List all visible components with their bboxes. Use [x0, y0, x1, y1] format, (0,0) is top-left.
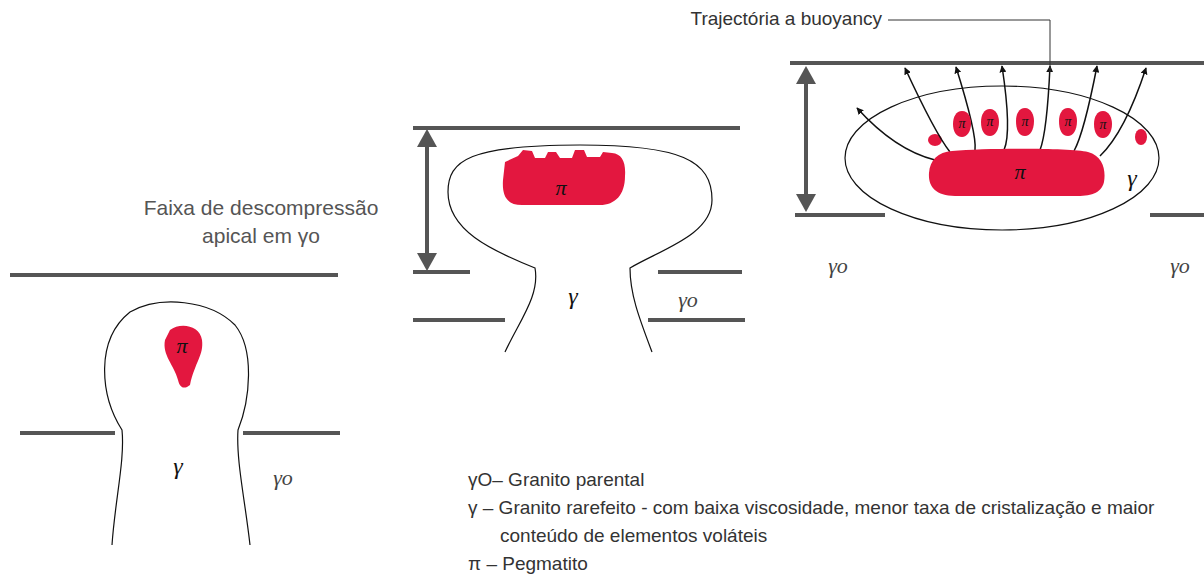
- leader-line: [888, 20, 1050, 72]
- pegmatite-blob-shape: [1059, 108, 1077, 136]
- granite-body: γπ: [440, 138, 720, 356]
- buoyancy-arrows: [857, 66, 1146, 160]
- pegmatite-blob: π: [1059, 108, 1077, 136]
- granite-body-shape: [448, 145, 712, 352]
- node-symbol: γ: [568, 284, 577, 308]
- node-symbol: γ: [1127, 166, 1136, 190]
- granite-body-shape: [105, 302, 250, 545]
- parent-granite-label: γo: [1170, 253, 1190, 279]
- pegmatite-blob: π: [981, 109, 999, 136]
- pegmatite-body: π: [500, 146, 628, 208]
- callout-label: Trajectória a buoyancy: [690, 8, 882, 30]
- node-symbol: π: [986, 115, 993, 129]
- granite-body: γπ: [98, 298, 258, 550]
- pegmatite-body-shape: [503, 150, 625, 205]
- granite-body-shape: [845, 86, 1159, 230]
- pegmatite-blob-shape: [1016, 108, 1034, 136]
- granite-body: γ π π π π π π: [843, 84, 1161, 232]
- pegmatite-blob-shape: [981, 109, 999, 136]
- legend-text: γO– Granito parental: [468, 469, 644, 490]
- pegmatite-blob: π: [953, 111, 971, 137]
- node-symbol: π: [1064, 115, 1071, 129]
- legend-text: π – Pegmatito: [468, 553, 588, 574]
- node-symbol: π: [1014, 161, 1025, 183]
- node-symbol: π: [1021, 115, 1028, 129]
- legend-entry: γ – Granito rarefeito - com baixa viscos…: [468, 494, 1168, 550]
- pegmatite-blob: π: [1094, 111, 1112, 138]
- node-symbol: γ: [173, 454, 182, 478]
- pegmatite-blob-shape: [953, 111, 971, 137]
- level-lines: [10, 63, 1204, 433]
- pegmatite-blob: π: [1016, 108, 1034, 136]
- node-symbol: π: [555, 177, 566, 199]
- parent-granite-label: γo: [828, 253, 848, 279]
- legend-entry: γO– Granito parental: [468, 466, 1168, 494]
- pegmatite-body-shape: [929, 149, 1105, 196]
- legend: γO– Granito parental γ – Granito rarefeit…: [468, 466, 1168, 578]
- range-arrow: [417, 129, 437, 271]
- legend-text: γ – Granito rarefeito - com baixa viscos…: [468, 497, 1154, 546]
- pegmatite-blob-shape: [1094, 111, 1112, 138]
- parent-granite-label: γo: [273, 465, 293, 491]
- pegmatite-blob: [1135, 129, 1147, 145]
- pegmatite-body-shape: [165, 326, 203, 388]
- pegmatite-body: π: [928, 150, 1106, 196]
- band-label: Faixa de descompressão apical em γo: [116, 194, 406, 250]
- node-symbol: π: [1099, 118, 1106, 132]
- legend-entry: π – Pegmatito: [468, 550, 1168, 578]
- pegmatite-body: π: [160, 320, 206, 390]
- parent-granite-label: γo: [678, 287, 698, 313]
- node-symbol: π: [176, 335, 187, 357]
- node-symbol: π: [958, 117, 965, 131]
- range-arrow: [796, 66, 816, 212]
